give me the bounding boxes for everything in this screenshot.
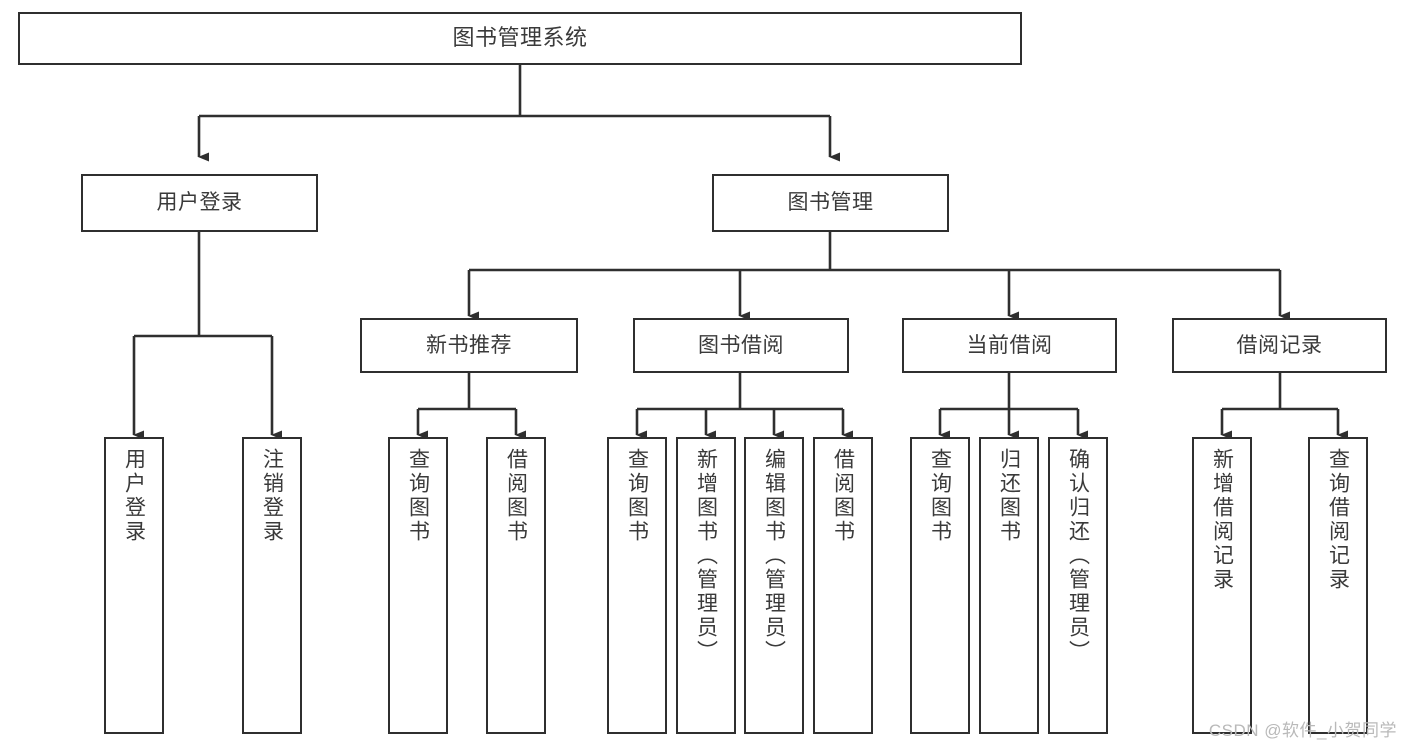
node-label: 图书借阅	[698, 333, 784, 357]
node-label: 确认归还（管理员）	[1066, 448, 1090, 664]
node-current-borrow[interactable]: 当前借阅	[902, 318, 1117, 373]
node-label: 查询图书	[406, 448, 430, 544]
node-leaf-query-book-borrow[interactable]: 查询图书	[607, 437, 667, 734]
node-label: 借阅记录	[1236, 333, 1323, 357]
node-label: 新书推荐	[426, 333, 512, 357]
node-label: 归还图书	[997, 448, 1021, 544]
node-label: 图书管理	[787, 191, 874, 215]
node-leaf-confirm-return-admin[interactable]: 确认归还（管理员）	[1048, 437, 1108, 734]
node-label: 编辑图书（管理员）	[762, 448, 786, 664]
node-label: 用户登录	[156, 191, 243, 215]
node-label: 借阅图书	[504, 448, 528, 544]
node-label: 新增图书（管理员）	[694, 448, 718, 664]
node-label: 查询借阅记录	[1326, 448, 1350, 592]
node-leaf-add-book-admin[interactable]: 新增图书（管理员）	[676, 437, 736, 734]
node-label: 用户登录	[122, 448, 146, 544]
node-leaf-logout[interactable]: 注销登录	[242, 437, 302, 734]
node-root-system[interactable]: 图书管理系统	[18, 12, 1022, 65]
node-leaf-edit-book-admin[interactable]: 编辑图书（管理员）	[744, 437, 804, 734]
node-label: 新增借阅记录	[1210, 448, 1234, 592]
node-leaf-return-book[interactable]: 归还图书	[979, 437, 1039, 734]
node-new-book-recommend[interactable]: 新书推荐	[360, 318, 578, 373]
node-user-login[interactable]: 用户登录	[81, 174, 318, 232]
node-leaf-query-borrow-record[interactable]: 查询借阅记录	[1308, 437, 1368, 734]
node-label: 注销登录	[260, 448, 284, 544]
node-leaf-add-borrow-record[interactable]: 新增借阅记录	[1192, 437, 1252, 734]
node-leaf-user-login[interactable]: 用户登录	[104, 437, 164, 734]
node-leaf-borrow-book[interactable]: 借阅图书	[813, 437, 873, 734]
node-book-management[interactable]: 图书管理	[712, 174, 949, 232]
node-label: 当前借阅	[966, 333, 1053, 357]
node-label: 查询图书	[928, 448, 952, 544]
node-leaf-query-book-recommend[interactable]: 查询图书	[388, 437, 448, 734]
node-label: 查询图书	[625, 448, 649, 544]
node-borrow-record[interactable]: 借阅记录	[1172, 318, 1387, 373]
node-label: 图书管理系统	[452, 25, 588, 51]
node-label: 借阅图书	[831, 448, 855, 544]
node-book-borrow[interactable]: 图书借阅	[633, 318, 849, 373]
node-leaf-query-book-current[interactable]: 查询图书	[910, 437, 970, 734]
node-leaf-borrow-book-recommend[interactable]: 借阅图书	[486, 437, 546, 734]
